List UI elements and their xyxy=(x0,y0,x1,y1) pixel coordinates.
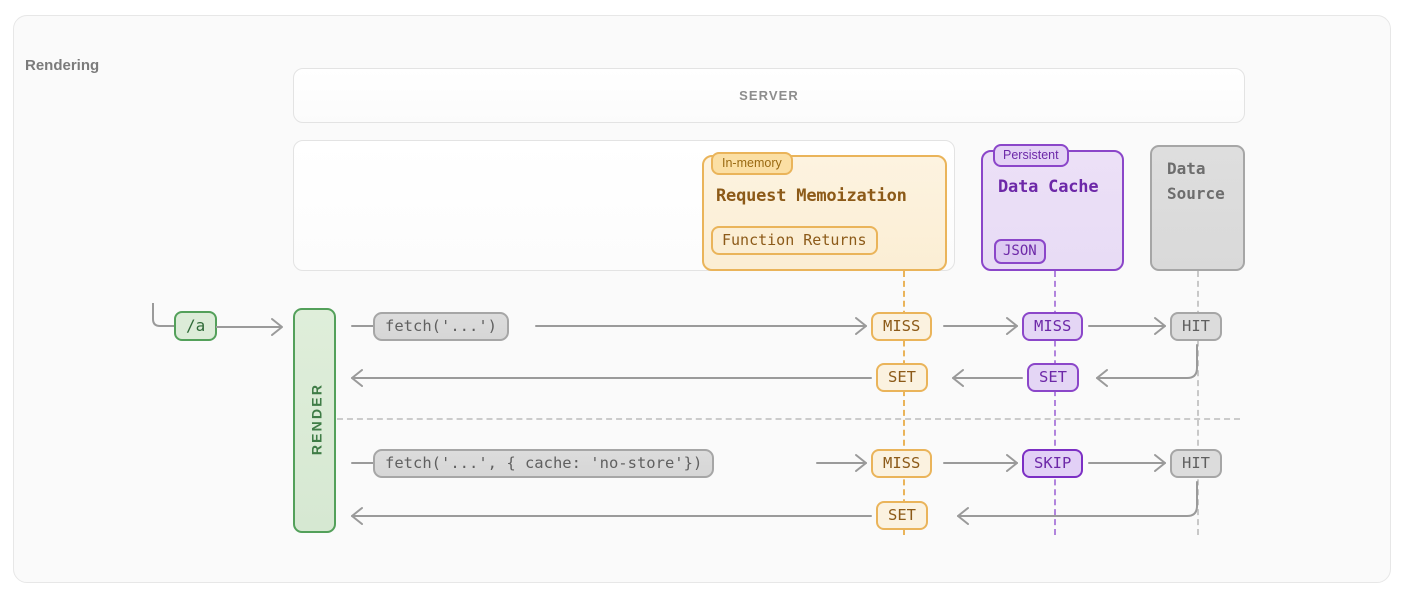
render-bar: RENDER xyxy=(293,308,336,533)
entry-arrow-icon xyxy=(216,318,283,336)
persistent-tag: Persistent xyxy=(993,144,1069,168)
route-badge-a[interactable]: /a xyxy=(174,311,218,341)
badge-memoization-miss-row-1: MISS xyxy=(871,312,933,341)
data-source-title-line-2: Source xyxy=(1167,183,1225,203)
json-chip: JSON xyxy=(994,239,1046,264)
in-memory-tag: In-memory xyxy=(711,152,793,176)
request-memoization-title: Request Memoization xyxy=(716,186,907,206)
server-label: SERVER xyxy=(739,88,799,103)
rendering-label: Rendering xyxy=(25,57,100,74)
memoization-lifeline xyxy=(903,271,905,535)
fetch-chip-row-1[interactable]: fetch('...') xyxy=(373,312,509,341)
badge-memoization-set-row-2: SET xyxy=(876,501,928,530)
render-bar-label: RENDER xyxy=(308,382,325,456)
badge-data-source-hit-row-1: HIT xyxy=(1170,312,1222,341)
badge-data-cache-skip-row-2: SKIP xyxy=(1022,449,1084,478)
badge-memoization-miss-row-2: MISS xyxy=(871,449,933,478)
function-returns-chip: Function Returns xyxy=(711,226,878,255)
badge-data-source-hit-row-2: HIT xyxy=(1170,449,1222,478)
data-source-card xyxy=(1150,145,1245,271)
badge-memoization-set-row-1: SET xyxy=(876,363,928,392)
fetch-chip-row-2[interactable]: fetch('...', { cache: 'no-store'}) xyxy=(373,449,715,478)
server-container: SERVER xyxy=(293,68,1245,123)
entry-elbow-icon xyxy=(152,303,180,327)
data-source-title: Data Source xyxy=(1167,157,1242,207)
data-source-lifeline xyxy=(1197,271,1199,535)
data-cache-title: Data Cache xyxy=(998,177,1099,197)
data-cache-lifeline xyxy=(1054,271,1056,535)
badge-data-cache-miss-row-1: MISS xyxy=(1022,312,1084,341)
badge-data-cache-set-row-1: SET xyxy=(1027,363,1079,392)
data-source-title-line-1: Data xyxy=(1167,159,1206,178)
row-divider xyxy=(337,418,1240,420)
